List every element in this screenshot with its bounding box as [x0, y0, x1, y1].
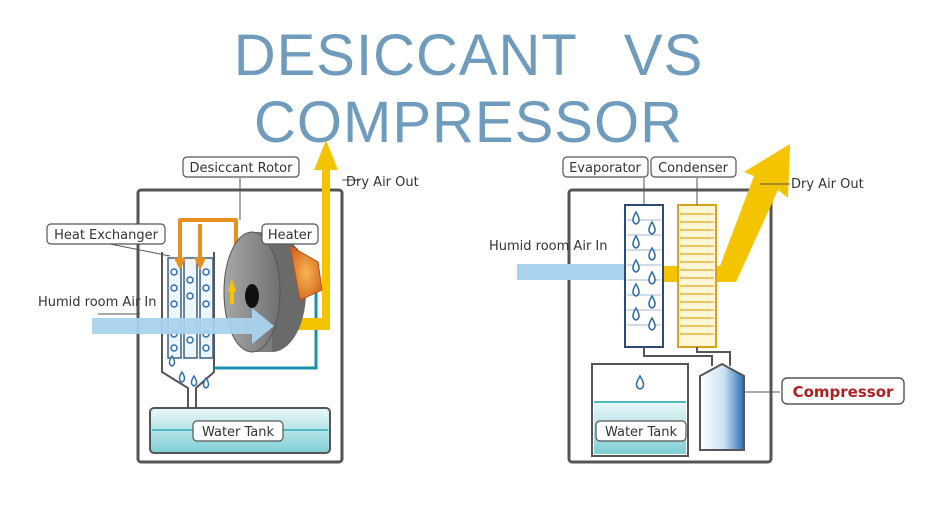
svg-text:Heat Exchanger: Heat Exchanger	[54, 228, 158, 243]
regeneration-duct	[214, 284, 318, 370]
label-compressor-humid-air-in: Humid room Air In	[489, 239, 608, 254]
hot-air-arrowheads	[174, 258, 206, 270]
svg-text:Water Tank: Water Tank	[605, 425, 678, 440]
desiccant-diagram: Desiccant Rotor Dry Air Out Heat Exchang…	[38, 140, 419, 464]
desiccant-dry-air-arrow	[270, 140, 338, 330]
compressor-leader-lines	[643, 178, 790, 393]
svg-text:Compressor: Compressor	[793, 383, 894, 401]
refrigerant-pipes	[643, 347, 731, 366]
label-evaporator: Evaporator	[562, 156, 649, 178]
label-compressor: Compressor	[781, 377, 905, 405]
compressor-dry-air-arrow	[662, 144, 790, 282]
label-heater: Heater	[261, 223, 319, 245]
heat-exchanger-core	[167, 257, 214, 359]
label-heat-exchanger: Heat Exchanger	[46, 223, 166, 245]
svg-text:Condenser: Condenser	[658, 161, 729, 176]
compressor-humid-air-arrow	[517, 264, 625, 280]
svg-text:Desiccant Rotor: Desiccant Rotor	[190, 161, 294, 176]
label-compressor-water-tank: Water Tank	[595, 420, 687, 442]
svg-text:Evaporator: Evaporator	[569, 161, 641, 176]
page-title: DESICCANT VS COMPRESSOR	[233, 23, 704, 155]
desiccant-water-droplets	[168, 354, 210, 389]
compressor-diagram: Water Tank Evaporator Condenser Dry Air …	[489, 144, 905, 464]
label-desiccant-humid-air-in: Humid room Air In	[38, 295, 157, 310]
desiccant-humid-air-arrow	[92, 308, 274, 344]
condenser-coil	[677, 204, 717, 348]
label-condenser: Condenser	[650, 156, 737, 178]
compressor-housing	[567, 188, 773, 464]
label-desiccant-rotor: Desiccant Rotor	[182, 156, 300, 178]
svg-text:Heater: Heater	[268, 228, 313, 243]
heater-element	[289, 245, 323, 301]
label-desiccant-water-tank: Water Tank	[192, 420, 284, 442]
label-desiccant-dry-air-out: Dry Air Out	[346, 175, 419, 190]
compressor-unit	[699, 362, 745, 451]
label-compressor-dry-air-out: Dry Air Out	[791, 177, 864, 192]
svg-text:Water Tank: Water Tank	[202, 425, 275, 440]
evaporator-coil	[624, 204, 664, 348]
compressor-water-tank	[591, 363, 689, 457]
